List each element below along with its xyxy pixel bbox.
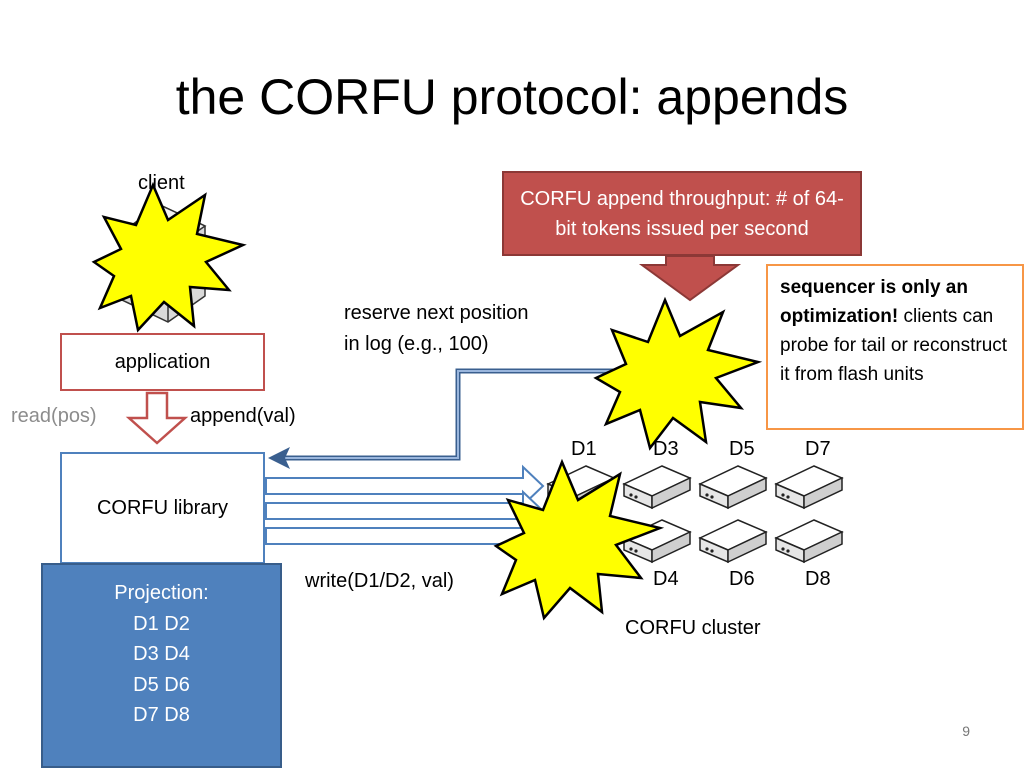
cluster-label: CORFU cluster bbox=[625, 617, 761, 639]
slide-title: the CORFU protocol: appends bbox=[175, 69, 849, 125]
projection-line: D5 D6 bbox=[133, 673, 190, 696]
flash-unit-d7-icon bbox=[774, 465, 844, 510]
projection-line: D3 D4 bbox=[133, 643, 190, 665]
write-arrows-icon bbox=[265, 464, 545, 558]
sequencer-note-box: sequencer is only an optimization! clien… bbox=[766, 264, 1024, 430]
callout-arrow-icon bbox=[638, 255, 742, 302]
unit-label-d8: D8 bbox=[805, 568, 831, 590]
append-arrow-icon bbox=[125, 391, 189, 445]
flash-unit-d8-icon bbox=[774, 519, 844, 564]
application-label: application bbox=[114, 350, 211, 373]
reserve-label-line: in log (e.g., 100) bbox=[344, 333, 489, 355]
unit-label-d6: D6 bbox=[729, 568, 755, 590]
unit-label-d4: D4 bbox=[653, 568, 679, 590]
projection-heading: Projection: bbox=[114, 582, 209, 604]
flash-unit-d4-icon bbox=[622, 519, 692, 564]
reserve-label: reserve next position in log (e.g., 100) bbox=[344, 298, 529, 360]
flash-unit-d6-icon bbox=[698, 519, 768, 564]
client-burst-icon bbox=[91, 181, 247, 333]
flash-unit-d5-icon bbox=[698, 465, 768, 510]
write-call-label: write(D1/D2, val) bbox=[305, 570, 454, 592]
unit-label-d3: D3 bbox=[653, 438, 679, 460]
append-call-label: append(val) bbox=[190, 405, 296, 427]
throughput-callout: CORFU append throughput: # of 64-bit tok… bbox=[502, 171, 862, 256]
projection-line: D7 D8 bbox=[133, 704, 190, 726]
read-call-label: read(pos) bbox=[11, 405, 97, 427]
corfu-library-label: CORFU library bbox=[96, 496, 229, 519]
sequencer-note-rest: clients can probe for tail or reconstruc… bbox=[780, 306, 1008, 385]
projection-box: Projection: D1 D2 D3 D4 D5 D6 D7 D8 bbox=[41, 563, 282, 768]
page-number: 9 bbox=[962, 723, 970, 739]
reserve-label-line: reserve next position bbox=[344, 302, 529, 324]
throughput-callout-text: CORFU append throughput: # of 64-bit tok… bbox=[520, 187, 844, 240]
sequencer-note-text: sequencer is only an optimization! clien… bbox=[780, 273, 1014, 389]
application-box: application bbox=[60, 333, 265, 391]
flash-unit-d3-icon bbox=[622, 465, 692, 510]
sequencer-note-emphasis: sequencer is only an optimization! bbox=[780, 277, 968, 327]
reserve-arrow-icon bbox=[268, 368, 660, 469]
client-label: client bbox=[138, 172, 185, 194]
projection-line: D1 D2 bbox=[133, 612, 190, 635]
cluster-burst-icon bbox=[493, 458, 665, 621]
unit-label-d5: D5 bbox=[729, 438, 755, 460]
sequencer-burst-icon bbox=[593, 296, 763, 451]
corfu-library-box: CORFU library bbox=[60, 452, 265, 564]
unit-label-d1: D1 bbox=[571, 438, 597, 460]
unit-label-d7: D7 bbox=[805, 438, 831, 460]
